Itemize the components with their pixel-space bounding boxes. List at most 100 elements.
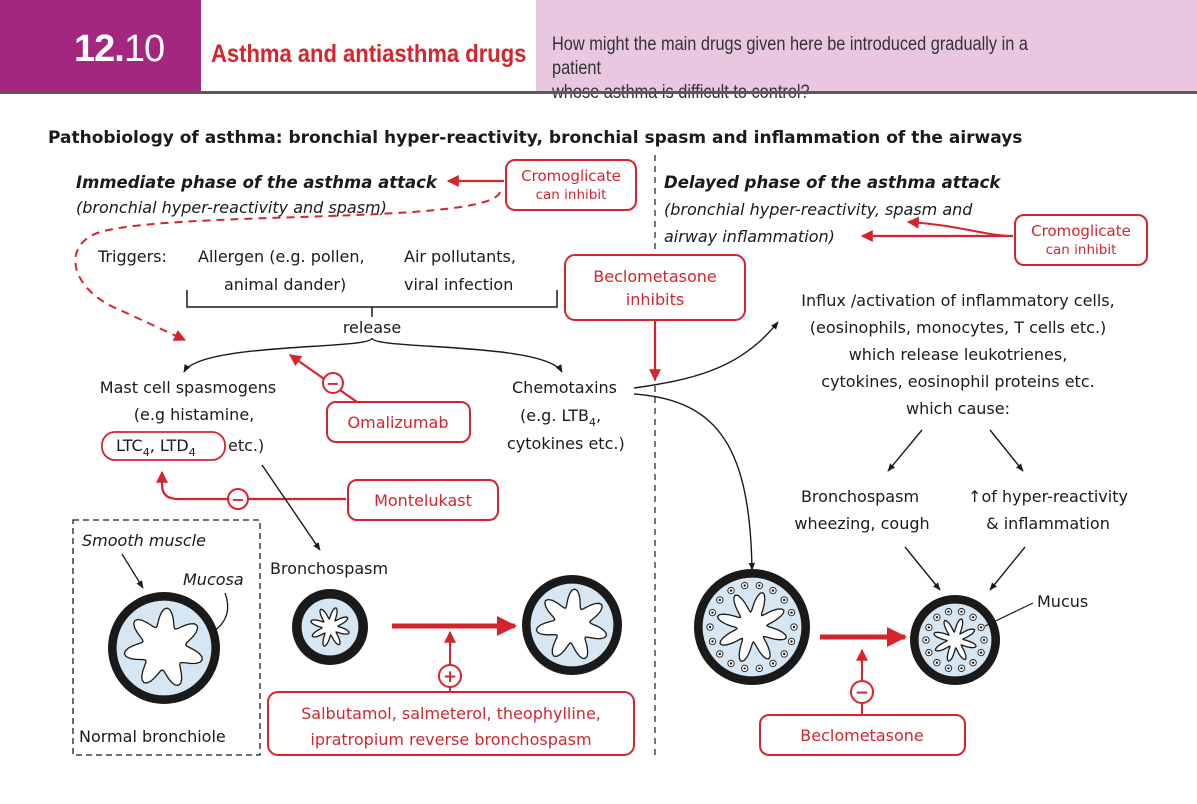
cell-nucleus xyxy=(960,667,963,670)
influx-to-hyperreactivity-arrow xyxy=(989,429,1024,472)
inflamed-bronchiole-icon xyxy=(694,569,810,685)
question-line-1: How might the main drugs given here be i… xyxy=(552,34,1028,79)
immediate-phase-title: Immediate phase of the asthma attack xyxy=(76,173,438,192)
beclometasone-label-1: Beclometasone xyxy=(593,267,716,286)
hyperreactivity-to-airway-arrow xyxy=(989,546,1026,591)
cell-nucleus xyxy=(924,638,928,642)
spasmogens-to-bronchospasm-arrow xyxy=(261,464,321,551)
montelukast-minus-sign: − xyxy=(231,490,244,509)
cell-nucleus xyxy=(783,652,786,656)
montelukast-label: Montelukast xyxy=(374,491,472,510)
beclometasone-label-2: inhibits xyxy=(626,290,684,309)
cell-nucleus xyxy=(758,667,761,670)
bronchospasm-label: Bronchospasm xyxy=(270,559,388,578)
airway-lumen xyxy=(310,607,350,647)
bronchospasm-to-airway-arrow xyxy=(904,546,941,591)
cell-nucleus xyxy=(947,610,950,613)
normal-bronchiole-label: Normal bronchiole xyxy=(79,727,226,746)
cell-nucleus xyxy=(790,611,793,614)
cell-nucleus xyxy=(783,598,786,602)
delayed-phase-subtitle-1: (bronchial hyper-reactivity, spasm and xyxy=(664,200,973,219)
influx-line-5: which cause: xyxy=(906,399,1010,418)
beclometasone-minus-sign: − xyxy=(855,683,869,703)
constricted-bronchiole-icon xyxy=(292,589,368,665)
airway-lumen xyxy=(933,618,977,662)
cell-nucleus xyxy=(708,625,712,629)
cell-nucleus xyxy=(935,616,939,619)
cell-nucleus xyxy=(982,638,986,642)
leukotriene-highlight xyxy=(101,431,226,461)
omalizumab-label: Omalizumab xyxy=(348,413,449,432)
beclometasone-inhibits-box xyxy=(564,254,746,321)
influx-line-2: (eosinophils, monocytes, T cells etc.) xyxy=(810,318,1107,337)
omalizumab-minus-sign: − xyxy=(326,374,339,393)
cell-nucleus xyxy=(960,610,963,613)
cromoglicate-box-immediate xyxy=(505,159,637,211)
smooth-muscle-label: Smooth muscle xyxy=(82,531,206,550)
chemotaxins-line-2: (e.g. LTB4, xyxy=(520,406,601,429)
omalizumab-minus-icon xyxy=(322,372,344,394)
mucus-pointer xyxy=(984,602,1034,627)
chemotaxins-line-3: cytokines etc.) xyxy=(507,434,625,453)
cell-nucleus xyxy=(743,667,746,670)
bronchodilator-plus-sign: + xyxy=(443,667,457,687)
leukotrienes-text: LTC4, LTD4 xyxy=(116,436,196,459)
airway-lumen xyxy=(535,588,608,660)
cell-nucleus xyxy=(729,589,733,592)
chapter-number-box xyxy=(0,0,201,94)
trigger-pollutants-1: Air pollutants, xyxy=(404,247,516,266)
beclometasone-bottom-label: Beclometasone xyxy=(800,726,923,745)
cell-nucleus xyxy=(718,652,721,656)
bronchodilators-box xyxy=(267,691,635,756)
title-box xyxy=(201,0,536,94)
immediate-phase-subtitle: (bronchial hyper-reactivity and spasm) xyxy=(76,198,387,217)
beclometasone-bottom-box xyxy=(759,714,966,756)
chemotaxins-line-1: Chemotaxins xyxy=(512,378,617,397)
cromoglicate-arrow-delayed-curve xyxy=(906,216,1014,237)
cell-nucleus xyxy=(927,626,931,629)
montelukast-arrow xyxy=(156,470,346,501)
page-header: 12.10 Asthma and antiasthma drugs How mi… xyxy=(0,0,1197,103)
spasmogens-line-2: (e.g histamine, xyxy=(134,405,255,424)
spasmogens-etc: etc.) xyxy=(228,436,264,455)
effect-hyperreactivity-1: ↑of hyper-reactivity xyxy=(968,487,1128,506)
cell-nucleus xyxy=(790,640,793,643)
mucosa-label: Mucosa xyxy=(183,570,244,589)
cromoglicate-box-delayed xyxy=(1014,214,1148,266)
cell-nucleus xyxy=(743,584,746,587)
cell-nucleus xyxy=(979,651,983,654)
effect-bronchospasm-2: wheezing, cough xyxy=(794,514,929,533)
delayed-phase-title: Delayed phase of the asthma attack xyxy=(664,173,1001,192)
chemotaxins-to-inflamed-airway-arrow xyxy=(633,393,756,571)
chapter-number: 12.10 xyxy=(74,28,165,70)
cell-nucleus xyxy=(718,598,721,602)
release-arrow-chemotaxins xyxy=(371,337,563,373)
cell-nucleus xyxy=(729,662,733,665)
delayed-phase-subtitle-2: airway inflammation) xyxy=(664,227,835,246)
airway-lumen xyxy=(716,591,788,663)
montelukast-box xyxy=(347,479,499,521)
cromoglicate-delayed-label-2: can inhibit xyxy=(1046,242,1117,258)
cell-nucleus xyxy=(792,625,796,629)
cromoglicate-label-1: Cromoglicate xyxy=(521,167,621,185)
relieved-bronchiole-icon xyxy=(522,575,622,675)
question-box xyxy=(536,0,1197,94)
normal-bronchiole-box xyxy=(72,519,261,756)
cell-nucleus xyxy=(971,661,975,664)
cell-nucleus xyxy=(935,661,939,664)
airway-lumen xyxy=(123,607,203,686)
influx-to-bronchospasm-arrow xyxy=(887,429,923,472)
spasmogens-line-1: Mast cell spasmogens xyxy=(100,378,276,397)
cromoglicate-delayed-label-1: Cromoglicate xyxy=(1031,222,1131,240)
effect-bronchospasm-1: Bronchospasm xyxy=(801,487,919,506)
mucus-label: Mucus xyxy=(1037,592,1088,611)
effect-hyperreactivity-2: & inflammation xyxy=(986,514,1110,533)
cell-nucleus xyxy=(758,584,761,587)
cromoglicate-dashed-arrow xyxy=(74,191,501,341)
cell-nucleus xyxy=(771,589,775,592)
cell-nucleus xyxy=(947,667,950,670)
bronchodilators-label-2: ipratropium reverse bronchospasm xyxy=(310,730,591,749)
normal-bronchiole-icon xyxy=(108,592,220,704)
cell-nucleus xyxy=(711,611,714,614)
